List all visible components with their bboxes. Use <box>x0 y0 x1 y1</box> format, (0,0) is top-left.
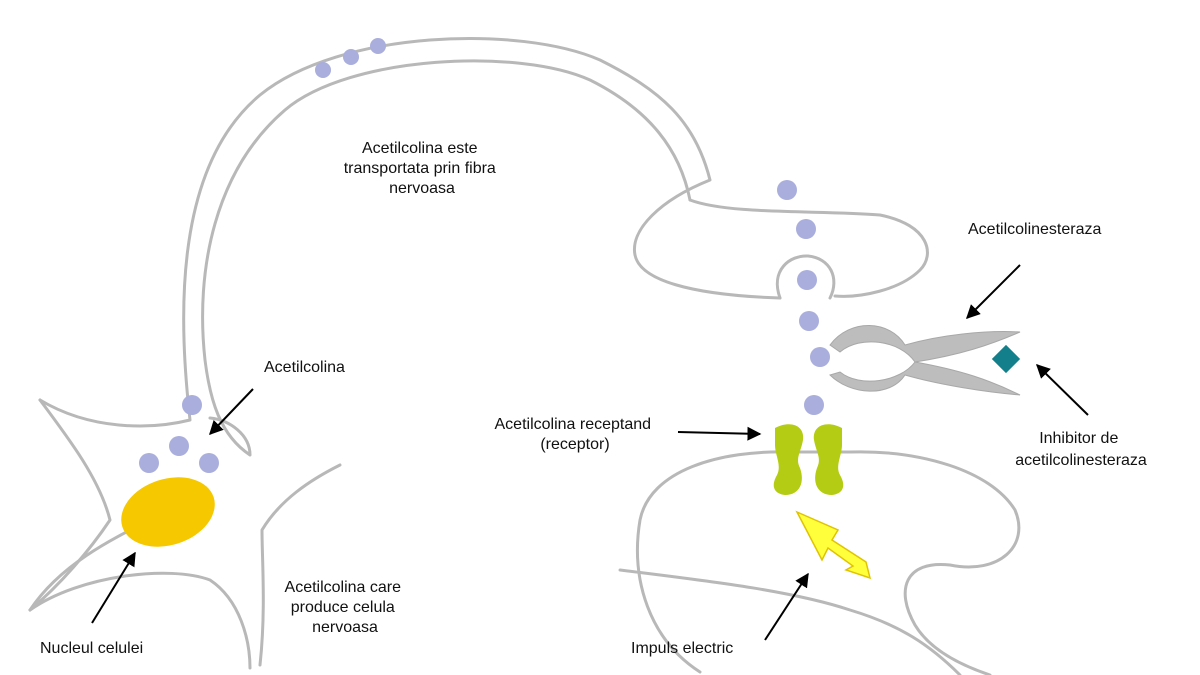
enzyme-lower-jaw <box>829 361 1021 396</box>
vesicles-axon <box>315 38 386 78</box>
label-producing: Acetilcolina care produce celula nervoas… <box>285 579 406 636</box>
vesicle <box>315 62 331 78</box>
label-inhibitor-line1: Inhibitor de <box>1039 430 1118 447</box>
inhibitor-diamond <box>991 344 1021 374</box>
neuron-inner-outline <box>258 463 342 667</box>
label-producing-line2: produce celula <box>291 599 395 616</box>
label-producing-line3: nervoasa <box>312 619 378 636</box>
enzyme-upper-jaw <box>829 325 1021 363</box>
vesicle <box>139 453 159 473</box>
receptor-left-half <box>773 424 804 495</box>
label-receptor-line1: Acetilcolina receptand <box>495 416 652 433</box>
neuron-soma-bottom <box>28 571 252 670</box>
vesicle <box>796 219 816 239</box>
lightning-bolt-icon <box>795 510 872 580</box>
vesicle <box>343 49 359 65</box>
vesicles-terminal <box>777 180 830 415</box>
vesicle-release-pocket <box>775 254 836 300</box>
label-transport-line3: nervoasa <box>389 180 455 197</box>
vesicle <box>777 180 797 200</box>
vesicle <box>797 270 817 290</box>
neuron-axon-terminal-top <box>688 198 929 298</box>
label-inhibitor-line2: acetilcolinesteraza <box>1015 452 1147 469</box>
label-producing-line1: Acetilcolina care <box>285 579 402 596</box>
label-receptor: Acetilcolina receptand (receptor) <box>495 416 656 453</box>
vesicle <box>169 436 189 456</box>
label-receptor-line2: (receptor) <box>540 436 609 453</box>
arrow-esterase <box>966 264 1021 319</box>
vesicle <box>804 395 824 415</box>
vesicle <box>182 395 202 415</box>
arrow-nucleus <box>91 551 136 624</box>
label-acetylcholine: Acetilcolina <box>264 359 345 376</box>
vesicles-soma <box>139 395 219 473</box>
label-impulse: Impuls electric <box>631 640 733 657</box>
acetylcholinesterase-enzyme <box>829 325 1021 396</box>
label-nucleus: Nucleul celulei <box>40 640 143 657</box>
postsynaptic-lower-membrane <box>618 568 962 675</box>
acetylcholine-receptor <box>773 424 844 495</box>
vesicle <box>810 347 830 367</box>
vesicle <box>370 38 386 54</box>
vesicle <box>799 311 819 331</box>
arrow-inhibitor <box>1036 364 1089 416</box>
label-inhibitor: Inhibitor de acetilcolinesteraza <box>1015 430 1147 469</box>
arrow-acetylcholine <box>209 388 254 436</box>
label-transport-line2: transportata prin fibra <box>344 160 496 177</box>
receptor-right-half <box>813 424 844 495</box>
neuron-outer-outline <box>38 36 782 428</box>
cell-nucleus <box>121 477 215 547</box>
arrow-impulse <box>764 572 809 641</box>
vesicle <box>199 453 219 473</box>
neuron-inner-axon <box>201 59 692 457</box>
label-transport-line1: Acetilcolina este <box>362 140 478 157</box>
label-esterase: Acetilcolinesteraza <box>968 221 1102 238</box>
neuron-soma-left <box>28 398 112 612</box>
postsynaptic-membrane <box>636 450 1021 675</box>
label-transport: Acetilcolina este transportata prin fibr… <box>344 140 501 197</box>
arrow-receptor <box>677 426 762 441</box>
